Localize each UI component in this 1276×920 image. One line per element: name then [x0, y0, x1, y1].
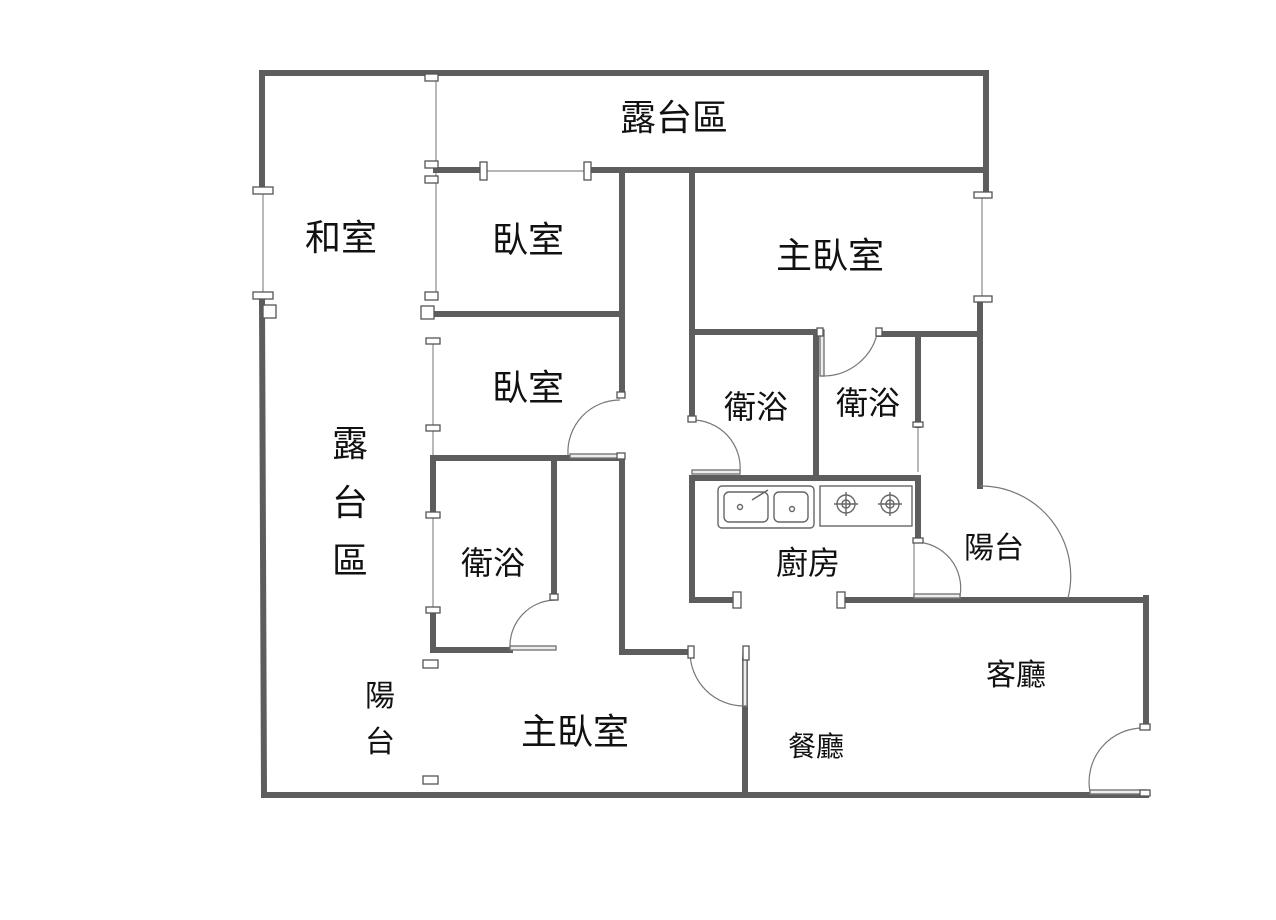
label-kitchen: 廚房	[776, 544, 840, 582]
label-terrace-left-3: 區	[332, 541, 368, 582]
window-lines	[262, 78, 983, 610]
label-balcony-right: 陽台	[964, 531, 1024, 566]
label-bath-left: 衛浴	[461, 544, 525, 582]
label-balcony-left-1: 陽	[365, 679, 395, 714]
label-dining-room: 餐廳	[788, 730, 844, 763]
label-terrace-left-2: 台	[332, 483, 368, 524]
kitchen-sink-icon	[717, 485, 815, 529]
room-labels: 露台區 和室 臥室 主臥室 臥室 衛浴 衛浴 露 台 區 陽台 衛浴 廚房 客廳…	[305, 98, 1046, 763]
label-balcony-left-2: 台	[365, 725, 395, 760]
label-living-room: 客廳	[986, 658, 1046, 693]
label-terrace-top: 露台區	[620, 98, 728, 139]
label-terrace-left-1: 露	[332, 424, 368, 465]
label-master-bedroom-lower: 主臥室	[521, 712, 629, 753]
walls	[258, 70, 1149, 799]
label-bedroom-upper: 臥室	[492, 220, 564, 261]
stove-burner-icon	[819, 485, 913, 527]
label-bath-b: 衛浴	[836, 384, 900, 422]
label-master-bedroom-upper: 主臥室	[776, 236, 884, 277]
opening-tabs	[252, 73, 1151, 797]
label-bath-a: 衛浴	[724, 388, 788, 426]
label-japanese-room: 和室	[305, 218, 377, 259]
label-bedroom-middle: 臥室	[492, 368, 564, 409]
